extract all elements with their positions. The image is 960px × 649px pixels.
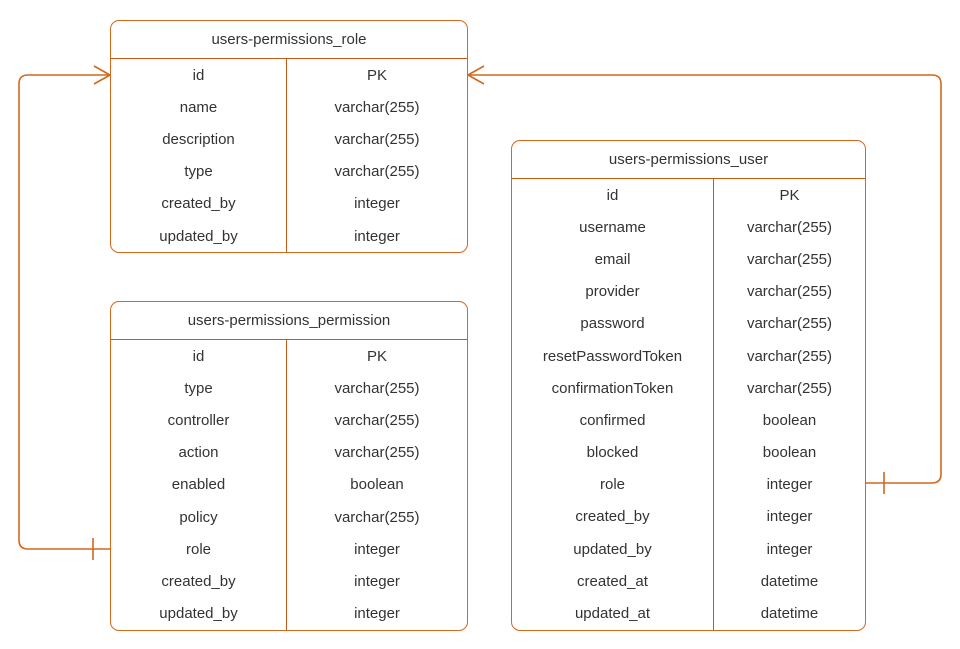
er-table-row[interactable]: role integer	[111, 533, 467, 566]
er-table-row[interactable]: id PK	[111, 59, 467, 92]
er-field-name: updated_by	[111, 219, 287, 253]
er-field-name: id	[111, 59, 287, 92]
er-field-type: integer	[354, 572, 400, 590]
er-table-title: users-permissions_permission	[111, 302, 467, 340]
er-field-name: controller	[111, 404, 287, 437]
er-field-name: password	[512, 307, 714, 340]
er-field-type: integer	[354, 540, 400, 558]
er-field-name: updated_at	[512, 597, 714, 630]
er-field-type: varchar(255)	[746, 218, 833, 236]
er-field-type: varchar(255)	[334, 379, 420, 397]
er-table-row[interactable]: type varchar(255)	[111, 372, 467, 405]
er-table-row[interactable]: username varchar(255)	[512, 211, 865, 244]
er-field-name: updated_by	[512, 533, 714, 566]
er-field-type: boolean	[762, 411, 817, 429]
er-field-name: id	[512, 179, 714, 212]
er-field-type: varchar(255)	[334, 130, 420, 148]
er-table-row[interactable]: id PK	[111, 340, 467, 373]
er-field-name: created_by	[111, 187, 287, 220]
er-field-type: integer	[766, 508, 813, 526]
er-field-type: integer	[766, 476, 813, 494]
er-field-name: email	[512, 243, 714, 276]
er-table-row[interactable]: action varchar(255)	[111, 436, 467, 469]
er-field-name: enabled	[111, 468, 287, 501]
er-field-type: integer	[354, 605, 400, 623]
er-table-row[interactable]: confirmed boolean	[512, 404, 865, 437]
er-field-name: role	[111, 533, 287, 566]
er-field-name: confirmationToken	[512, 372, 714, 405]
er-table-row[interactable]: confirmationToken varchar(255)	[512, 372, 865, 405]
er-table-rows: id PK type varchar(255) controller varchar(25…	[111, 340, 467, 630]
er-table-row[interactable]: policy varchar(255)	[111, 500, 467, 534]
crowfoot-many-icon	[467, 65, 485, 85]
er-table-row[interactable]: controller varchar(255)	[111, 404, 467, 437]
er-field-name: provider	[512, 275, 714, 308]
er-table-row[interactable]: email varchar(255)	[512, 243, 865, 276]
er-table-row[interactable]: updated_at datetime	[512, 597, 865, 630]
er-table-row[interactable]: description varchar(255)	[111, 123, 467, 156]
er-field-name: username	[512, 211, 714, 244]
crowfoot-many-icon	[93, 65, 111, 85]
er-table-row[interactable]: resetPasswordToken varchar(255)	[512, 339, 865, 373]
er-field-type: varchar(255)	[746, 315, 833, 333]
er-table-row[interactable]: updated_by integer	[512, 533, 865, 566]
er-field-type: integer	[354, 195, 400, 213]
er-field-name: updated_by	[111, 597, 287, 630]
er-field-name: blocked	[512, 436, 714, 469]
er-field-type: datetime	[760, 605, 819, 623]
er-table-row[interactable]: name varchar(255)	[111, 91, 467, 124]
er-field-type: varchar(255)	[746, 250, 833, 268]
er-field-name: type	[111, 372, 287, 405]
er-field-name: policy	[111, 500, 287, 534]
er-field-name: name	[111, 91, 287, 124]
er-field-name: confirmed	[512, 404, 714, 437]
er-field-type: PK	[366, 347, 387, 365]
er-field-type: varchar(255)	[334, 163, 420, 181]
er-field-type: varchar(255)	[746, 347, 833, 365]
er-table-row[interactable]: created_by integer	[111, 187, 467, 220]
er-field-type: varchar(255)	[334, 98, 420, 116]
er-field-name: action	[111, 436, 287, 469]
er-table-row[interactable]: updated_by integer	[111, 219, 467, 253]
er-field-name: resetPasswordToken	[512, 339, 714, 373]
er-table-row[interactable]: created_at datetime	[512, 565, 865, 598]
er-field-type: PK	[366, 66, 387, 84]
er-field-name: created_by	[111, 565, 287, 598]
relationship-role-to-permission[interactable]	[18, 65, 111, 560]
er-table-row[interactable]: updated_by integer	[111, 597, 467, 630]
er-field-type: integer	[354, 227, 400, 245]
er-field-name: created_at	[512, 565, 714, 598]
er-table-title: users-permissions_role	[111, 21, 467, 59]
er-table-row[interactable]: password varchar(255)	[512, 307, 865, 340]
er-field-type: varchar(255)	[334, 508, 420, 526]
er-table-row[interactable]: blocked boolean	[512, 436, 865, 469]
er-field-name: id	[111, 340, 287, 373]
er-field-type: varchar(255)	[334, 444, 420, 462]
er-field-type: boolean	[762, 444, 817, 462]
er-table-row[interactable]: id PK	[512, 179, 865, 212]
er-field-name: description	[111, 123, 287, 156]
er-table-row[interactable]: provider varchar(255)	[512, 275, 865, 308]
er-field-type: datetime	[760, 572, 819, 590]
er-table-rows: id PK name varchar(255) description varchar(2…	[111, 59, 467, 253]
er-field-name: role	[512, 468, 714, 501]
er-field-type: varchar(255)	[746, 379, 833, 397]
er-field-type: integer	[766, 540, 813, 558]
er-table-rows: id PK username varchar(255) email varchar(255…	[512, 179, 865, 630]
er-table-row[interactable]: role integer	[512, 468, 865, 501]
er-table-row[interactable]: created_by integer	[512, 500, 865, 534]
er-table-row[interactable]: type varchar(255)	[111, 155, 467, 188]
er-field-type: boolean	[350, 476, 404, 494]
er-table-row[interactable]: enabled boolean	[111, 468, 467, 501]
er-field-type: PK	[779, 186, 800, 204]
er-field-name: created_by	[512, 500, 714, 534]
er-table-title: users-permissions_user	[512, 141, 865, 179]
er-table-row[interactable]: created_by integer	[111, 565, 467, 598]
er-field-name: type	[111, 155, 287, 188]
er-field-type: varchar(255)	[334, 411, 420, 429]
er-field-type: varchar(255)	[746, 283, 833, 301]
